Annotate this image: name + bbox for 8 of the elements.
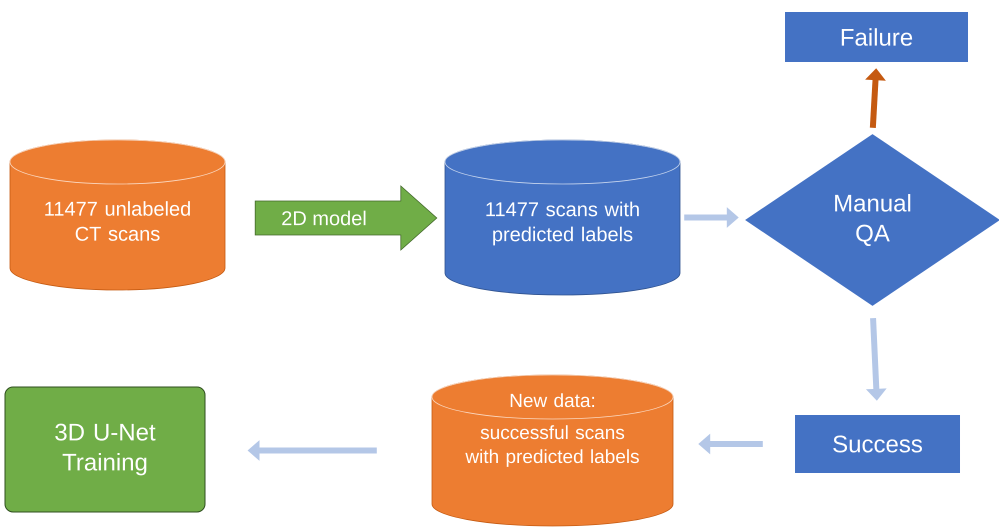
database-cylinder: 11477 scans with predicted labels xyxy=(444,140,680,296)
block-arrow xyxy=(254,185,438,251)
process-box: 3D U-Net Training xyxy=(4,386,206,512)
result-box: Success xyxy=(795,415,960,473)
database-cylinder: New data: successful scans with predicted labels xyxy=(432,374,674,526)
edge-label: 2D model xyxy=(282,210,366,226)
database-cylinder: 11477 unlabeled CT scans xyxy=(10,140,226,290)
result-box: Failure xyxy=(785,12,968,62)
